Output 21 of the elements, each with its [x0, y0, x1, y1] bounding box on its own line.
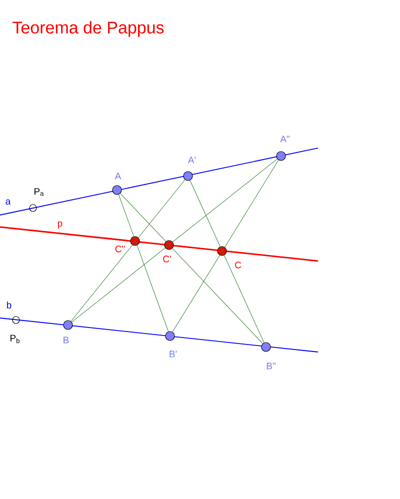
- point-label: P$_{a}$: [34, 188, 44, 196]
- point-label: B: [64, 336, 69, 344]
- point-label: A': [188, 156, 196, 164]
- point-label: B": [266, 362, 276, 370]
- point-label: C": [115, 246, 125, 252]
- line-segment: [118, 194, 169, 332]
- title: Teorema de Pappus: [12, 21, 164, 37]
- line-segment: [190, 180, 264, 343]
- line-label: a: [6, 199, 11, 205]
- line-label: p: [58, 221, 62, 229]
- line-segment: [120, 193, 263, 344]
- line-segment: [72, 158, 278, 322]
- point-label: B': [170, 350, 177, 358]
- line-label: b: [6, 302, 12, 308]
- line-segment: [172, 160, 279, 332]
- point-label: P$_{b}$: [10, 334, 20, 344]
- point-label: A": [280, 136, 290, 142]
- point-label: C: [235, 262, 242, 268]
- point-label: C': [163, 256, 171, 262]
- line-segment: [70, 180, 186, 322]
- point-label: A: [114, 172, 122, 180]
